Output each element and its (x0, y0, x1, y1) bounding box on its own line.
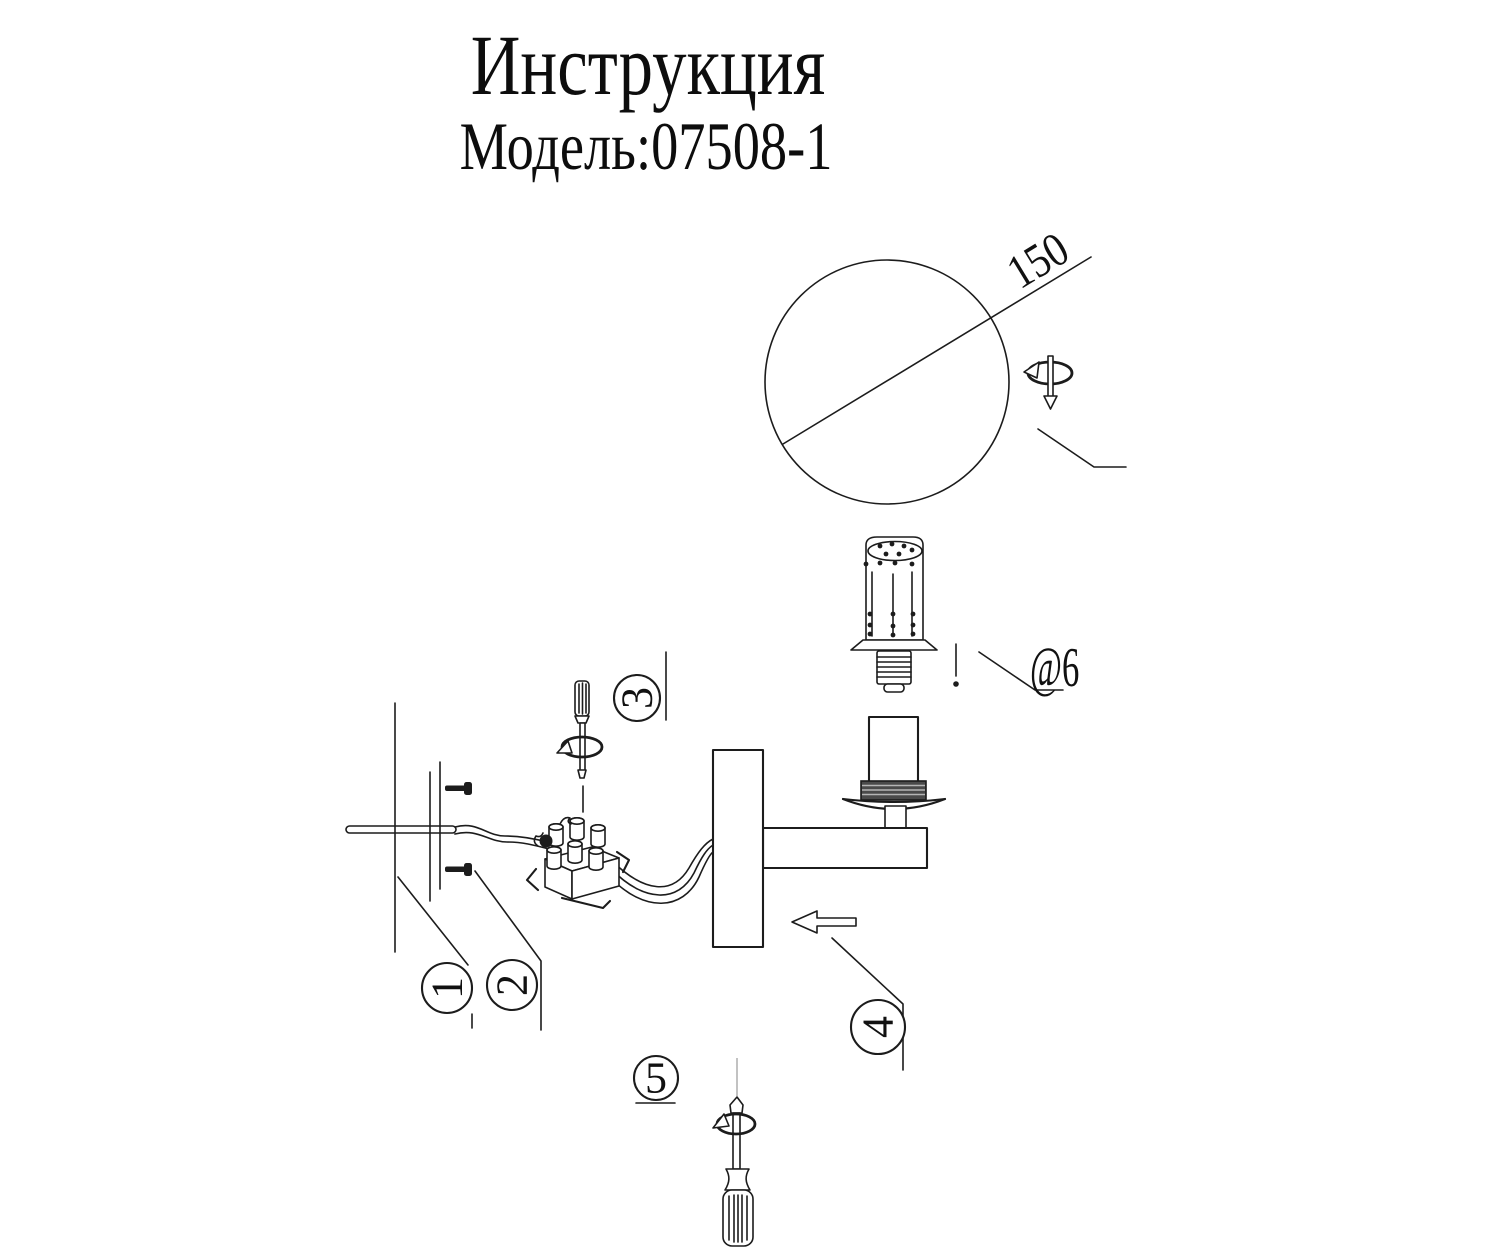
screwdriver-small-icon (556, 680, 604, 813)
model-number-line: Модель:07508-1 (459, 108, 833, 184)
terminal-screws (533, 816, 606, 871)
lamp-socket-band (860, 780, 927, 801)
thread-size-callout: @6 (978, 637, 1079, 700)
step-4-badge: 4 (854, 1016, 903, 1038)
terminal-block-marks (525, 850, 631, 910)
lamp-wires (609, 838, 714, 905)
page-title: Инструкция (470, 17, 826, 113)
glass-globe (764, 259, 1010, 505)
led-dots (863, 541, 916, 638)
mounting-screw-bottom-icon (445, 863, 472, 876)
socket-neck (884, 805, 907, 829)
diameter-dimension: 150 (782, 221, 1092, 445)
rotate-arrow-icon (1023, 355, 1074, 410)
lamp-arm (761, 826, 929, 870)
step-3-badge: 3 (613, 687, 662, 709)
step-1-badge: 1 (423, 977, 472, 999)
globe-pointer-line (1037, 428, 1127, 468)
wall-plate (711, 748, 765, 949)
terminal-block (525, 816, 631, 910)
led-bulb (850, 536, 938, 693)
mounting-screw-top-icon (445, 782, 472, 795)
candle-sleeve (867, 715, 920, 784)
step-5-callout: 5 (632, 1054, 680, 1104)
mains-wire (345, 824, 550, 850)
screwdriver-large-icon (712, 1058, 757, 1247)
step-5-badge: 5 (645, 1054, 667, 1103)
globe-diameter-label: 150 (997, 221, 1077, 299)
step-3-callout: 3 (613, 651, 667, 723)
step-1-callout: 1 (397, 876, 474, 1029)
step-2-callout: 2 (474, 870, 542, 1031)
thread-size-label: @6 (1030, 637, 1079, 700)
bulb-screw-base (876, 650, 912, 693)
insert-direction-arrow-icon (791, 910, 857, 934)
step-4-callout: 4 (831, 937, 907, 1071)
exclamation-mark-icon (953, 643, 959, 687)
wall-lines (394, 702, 441, 953)
step-2-badge: 2 (488, 974, 537, 996)
